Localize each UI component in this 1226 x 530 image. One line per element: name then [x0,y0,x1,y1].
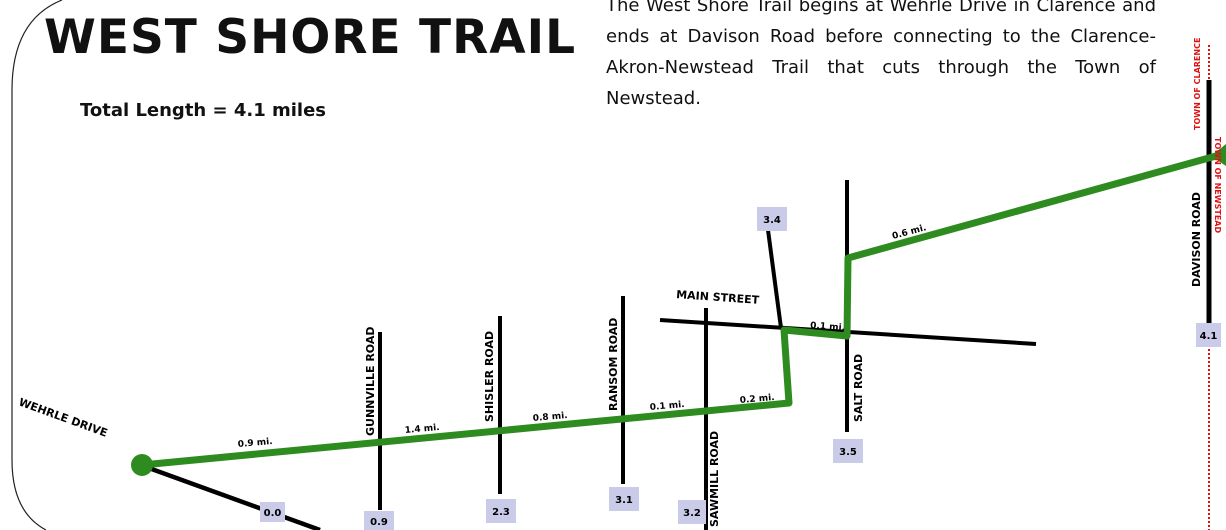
milepost-4-1: 4.1 [1196,323,1221,347]
label-ransom-road: RANSOM ROAD [607,318,620,411]
trail-line [141,152,1217,469]
label-town-of-clarence: TOWN OF CLARENCE [1193,38,1202,130]
label-shisler-road: SHISLER ROAD [483,331,496,422]
milepost-3-1: 3.1 [609,487,639,511]
milepost-label: 4.1 [1200,331,1218,342]
milepost-0-0: 0.0 [260,502,285,522]
milepost-2-3: 2.3 [486,499,516,523]
segment-label: 0.1 mi. [649,400,685,413]
milepost-label: 3.5 [839,447,857,458]
map-frame [11,0,63,530]
segment-label: 0.1 mi. [810,321,846,333]
label-gunnville-road: GUNNVILLE ROAD [364,326,377,436]
segment-label: 0.9 mi. [237,437,273,450]
milepost-label: 2.3 [492,507,510,518]
milepost-label: 3.1 [615,495,633,506]
trail-description: The West Shore Trail begins at Wehrle Dr… [606,0,1156,109]
label-town-of-newstead: TOWN OF NEWSTEAD [1213,137,1222,233]
label-sawmill-road: SAWMILL ROAD [708,431,721,527]
label-davison-road: DAVISON ROAD [1190,192,1203,287]
label-main-street: MAIN STREET [676,288,760,307]
trail-direction-arrow [1211,144,1226,166]
milepost-label: 3.2 [683,508,701,519]
milepost-3-5: 3.5 [833,439,863,463]
milepost-3-2: 3.2 [678,500,706,524]
milepost-3-4: 3.4 [757,207,787,231]
milepost-0-9: 0.9 [364,511,394,530]
segment-label: 0.8 mi. [532,411,568,424]
milepost-label: 0.9 [370,517,388,528]
road-wehrle-drive [134,460,321,530]
total-length: Total Length = 4.1 miles [80,100,327,121]
segment-label: 1.4 mi. [404,423,440,436]
milepost-label: 3.4 [763,215,781,226]
trail-start-marker [131,454,153,476]
road-spur-north [766,229,783,329]
label-salt-road: SALT ROAD [852,354,865,422]
segment-label: 0.2 mi. [739,393,775,406]
page-title: WEST SHORE TRAIL [44,10,577,65]
label-wehrle-drive: WEHRLE DRIVE [17,396,109,440]
milepost-label: 0.0 [264,508,282,519]
